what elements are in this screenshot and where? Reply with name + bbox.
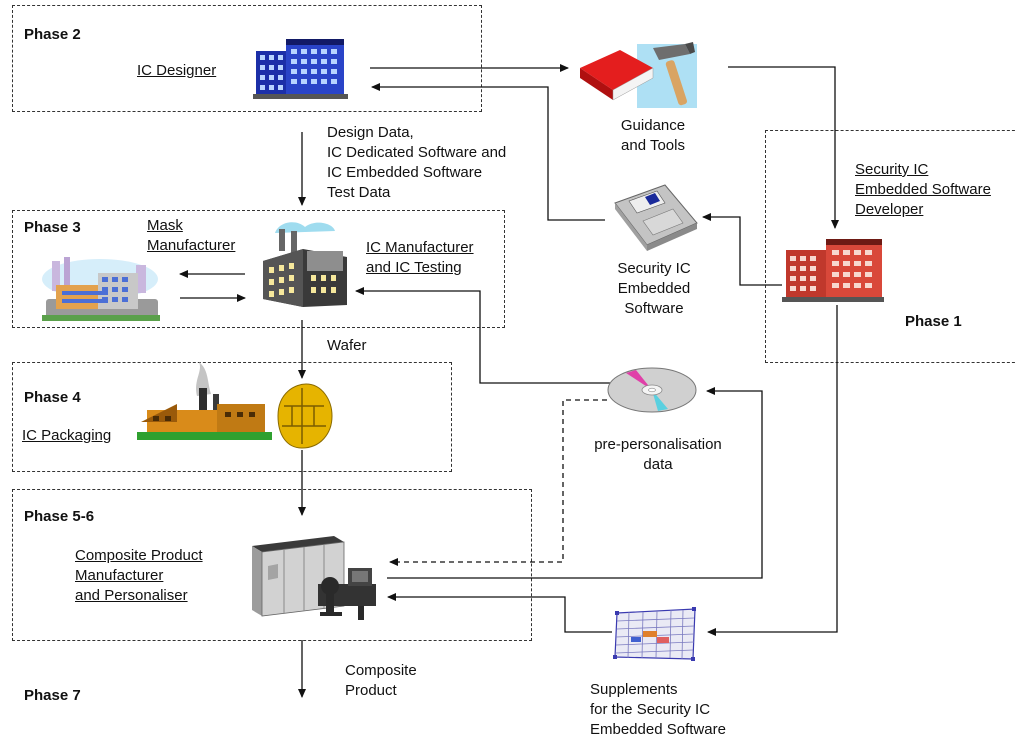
preperso-line2: data: [643, 456, 673, 473]
composite-product-line2: Product: [345, 682, 397, 699]
composite-manufacturer-label[interactable]: Composite Product Manufacturer and Perso…: [75, 546, 203, 606]
arrow-preperso-dashed: [389, 399, 607, 566]
supplements-label: Supplements for the Security IC Embedded…: [590, 680, 726, 740]
security-software-line1: Security IC: [617, 260, 691, 277]
phase2-box: [12, 5, 482, 112]
ic-designer-label[interactable]: IC Designer: [137, 62, 217, 79]
mask-manufacturer-line2: Manufacturer: [147, 237, 236, 254]
phase7-label: Phase 7: [24, 687, 81, 704]
phase56-box: [12, 489, 532, 641]
ic-manufacturer-label[interactable]: IC Manufacturer and IC Testing: [366, 238, 474, 278]
mask-manufacturer-line1: Mask: [147, 217, 183, 234]
book-hammer-icon: [580, 42, 697, 108]
factory-icon: [263, 222, 347, 307]
phase56-label: Phase 5-6: [24, 508, 95, 525]
composite-product-label: Composite Product: [345, 661, 417, 701]
security-software-line3: Software: [624, 300, 684, 317]
guidance-line1: Guidance: [620, 117, 686, 134]
mainframe-workstation-icon: [252, 536, 376, 620]
sw-developer-label[interactable]: Security IC Embedded Software Developer: [855, 160, 991, 220]
arrow-supplements-to-composite: [387, 593, 612, 633]
building-icon: [253, 39, 348, 99]
guidance-line2: and Tools: [621, 137, 685, 154]
preperso-line1: pre-personalisation: [594, 436, 722, 453]
design-data-line3: IC Embedded Software: [327, 164, 483, 181]
design-data-line4: Test Data: [327, 184, 391, 201]
ic-manufacturer-line2: and IC Testing: [366, 259, 462, 276]
composite-product-line1: Composite: [345, 662, 417, 679]
ic-manufacturer-line1: IC Manufacturer: [366, 239, 474, 256]
composite-manufacturer-line2: Manufacturer: [75, 567, 164, 584]
phase4-label: Phase 4: [24, 389, 81, 406]
chip-icon: [277, 383, 333, 449]
design-data-label: Design Data, IC Dedicated Software and I…: [327, 123, 506, 203]
phase4-box: [12, 362, 452, 472]
guidance-label: Guidance and Tools: [598, 116, 708, 156]
phase2-label: Phase 2: [24, 26, 81, 43]
composite-manufacturer-line1: Composite Product: [75, 547, 203, 564]
supplements-line2: for the Security IC: [590, 701, 711, 718]
city-building-icon: [42, 257, 160, 321]
arrow-developer-to-software: [702, 213, 782, 286]
phase3-label: Phase 3: [24, 219, 81, 236]
industrial-plant-icon: [137, 362, 272, 440]
sw-developer-line3: Developer: [855, 201, 924, 218]
arrow-composite-to-preperso: [387, 387, 763, 579]
arrow-preperso-to-ic: [355, 287, 610, 384]
phase1-box: [765, 130, 1015, 363]
sw-developer-line2: Embedded Software: [855, 181, 991, 198]
composite-manufacturer-line3: and Personaliser: [75, 587, 188, 604]
design-data-line2: IC Dedicated Software and: [327, 144, 507, 161]
office-building-icon: [782, 239, 884, 302]
design-data-line1: Design Data,: [327, 124, 414, 141]
supplements-line3: Embedded Software: [590, 721, 726, 738]
phase1-label: Phase 1: [905, 313, 962, 330]
security-software-label: Security IC Embedded Software: [599, 259, 709, 319]
phase3-box: [12, 210, 505, 328]
spreadsheet-icon: [613, 607, 696, 661]
sw-developer-line1: Security IC: [855, 161, 929, 178]
arrow-guidance-to-developer: [728, 66, 839, 229]
mask-manufacturer-label[interactable]: Mask Manufacturer: [147, 216, 235, 256]
wafer-label: Wafer: [327, 337, 367, 354]
floppy-disk-icon: [614, 184, 698, 251]
cd-disc-icon: [607, 367, 697, 413]
security-software-line2: Embedded: [617, 280, 691, 297]
supplements-line1: Supplements: [590, 681, 678, 698]
arrow-developer-to-supplements: [707, 305, 838, 636]
ic-packaging-label[interactable]: IC Packaging: [22, 427, 112, 444]
arrow-software-to-designer: [371, 83, 605, 221]
preperso-label: pre-personalisation data: [578, 435, 738, 475]
